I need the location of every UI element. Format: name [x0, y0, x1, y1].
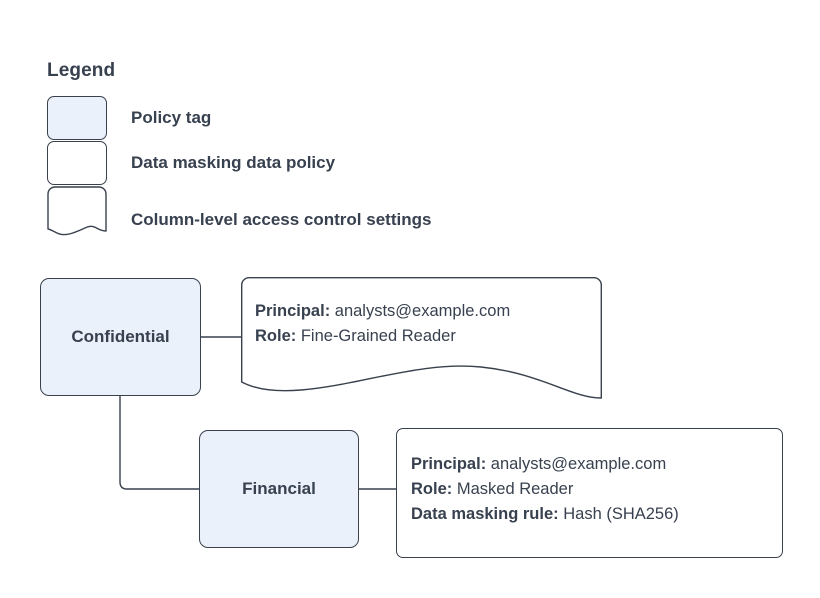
node-label: Financial	[242, 479, 316, 498]
callout-line: Principal: analysts@example.com Role: Fi…	[255, 299, 510, 349]
legend-item-label: Data masking data policy	[131, 153, 336, 172]
callout-line-key: Data masking rule:	[411, 505, 559, 523]
callout-line-value: analysts@example.com	[490, 455, 667, 473]
node-label: Confidential	[71, 327, 170, 346]
callout-line-key: Role:	[411, 480, 453, 498]
callout-line-value: Hash (SHA256)	[563, 505, 679, 523]
policy-tag-node-confidential[interactable]: Confidential	[40, 278, 201, 396]
callout-confidential-access-settings: Principal: analysts@example.com Role: Fi…	[241, 277, 602, 399]
legend-item-label: Policy tag	[131, 108, 212, 127]
callout-line-value: Fine-Grained Reader	[300, 327, 456, 345]
policy-tag-node-financial[interactable]: Financial	[199, 430, 359, 548]
callout-line-value: analysts@example.com	[334, 302, 511, 320]
data-policy-swatch-icon	[47, 141, 107, 185]
callout-line-value: Masked Reader	[456, 480, 574, 498]
policy-tag-swatch-icon	[47, 96, 107, 140]
callout-line-key: Principal:	[255, 302, 331, 320]
callout-line-key: Principal:	[411, 455, 487, 473]
document-shape-swatch-icon	[47, 186, 107, 238]
callout-line: Principal: analysts@example.com Role: Ma…	[411, 452, 679, 527]
legend-item-label: Column-level access control settings	[131, 210, 432, 229]
callout-financial-data-masking-policy: Principal: analysts@example.com Role: Ma…	[396, 428, 783, 558]
legend-title: Legend	[47, 60, 116, 81]
callout-line-key: Role:	[255, 327, 297, 345]
